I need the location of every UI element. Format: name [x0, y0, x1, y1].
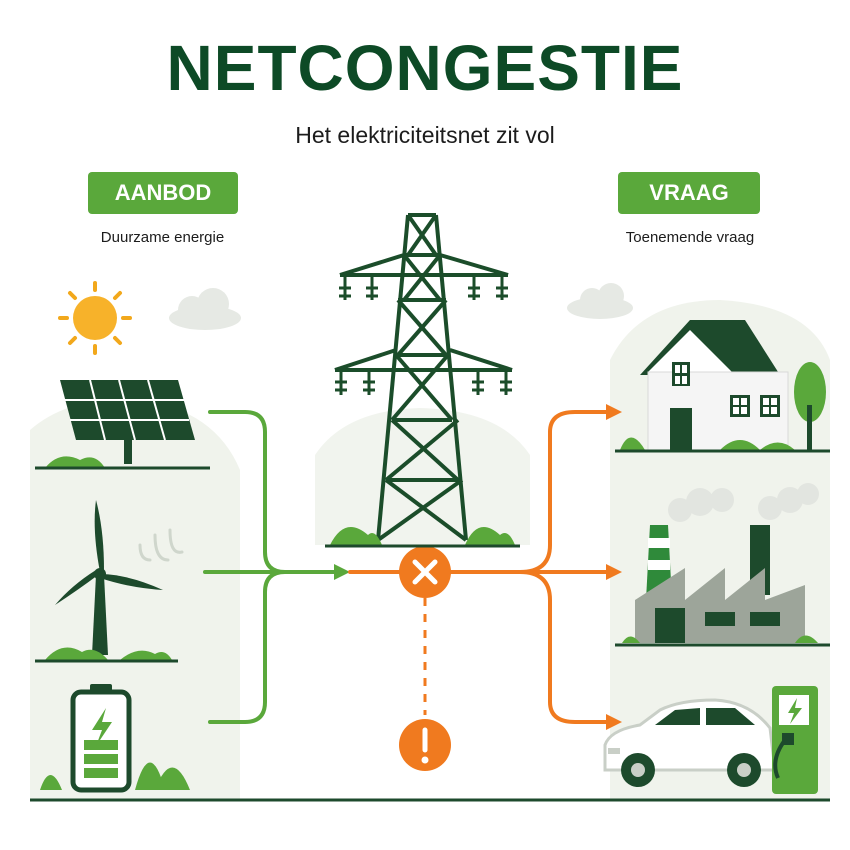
cloud-icon	[169, 288, 241, 330]
blocked-icon	[399, 546, 451, 598]
house-icon	[620, 320, 795, 451]
wind-icon	[138, 528, 184, 562]
battery-icon	[40, 684, 190, 793]
wind-turbine-icon	[35, 500, 178, 663]
warning-icon	[399, 719, 451, 771]
insulator-icons	[335, 275, 512, 395]
cloud-icon	[567, 283, 633, 319]
sun-icon	[58, 281, 132, 355]
arrow-head	[606, 564, 622, 580]
tree-icon	[794, 362, 826, 450]
bush-icon	[330, 527, 382, 545]
supply-badge: AANBOD	[88, 172, 238, 214]
arrow-head	[334, 564, 350, 580]
power-tower-icon	[334, 213, 513, 542]
bush-icon	[465, 527, 515, 545]
arrow-head	[606, 714, 622, 730]
solar-panel-icon	[35, 379, 210, 470]
supply-arrows	[203, 410, 340, 724]
page-title: NETCONGESTIE	[166, 32, 684, 104]
page-subtitle: Het elektriciteitsnet zit vol	[295, 122, 555, 148]
demand-badge: VRAAG	[618, 172, 760, 214]
arrow-head	[606, 404, 622, 420]
demand-caption: Toenemende vraag	[625, 229, 755, 246]
charging-station-icon	[772, 686, 818, 794]
factory-icon	[622, 483, 819, 643]
center-background	[315, 408, 530, 545]
supply-caption: Duurzame energie	[100, 229, 225, 246]
electric-car-icon	[603, 698, 777, 787]
